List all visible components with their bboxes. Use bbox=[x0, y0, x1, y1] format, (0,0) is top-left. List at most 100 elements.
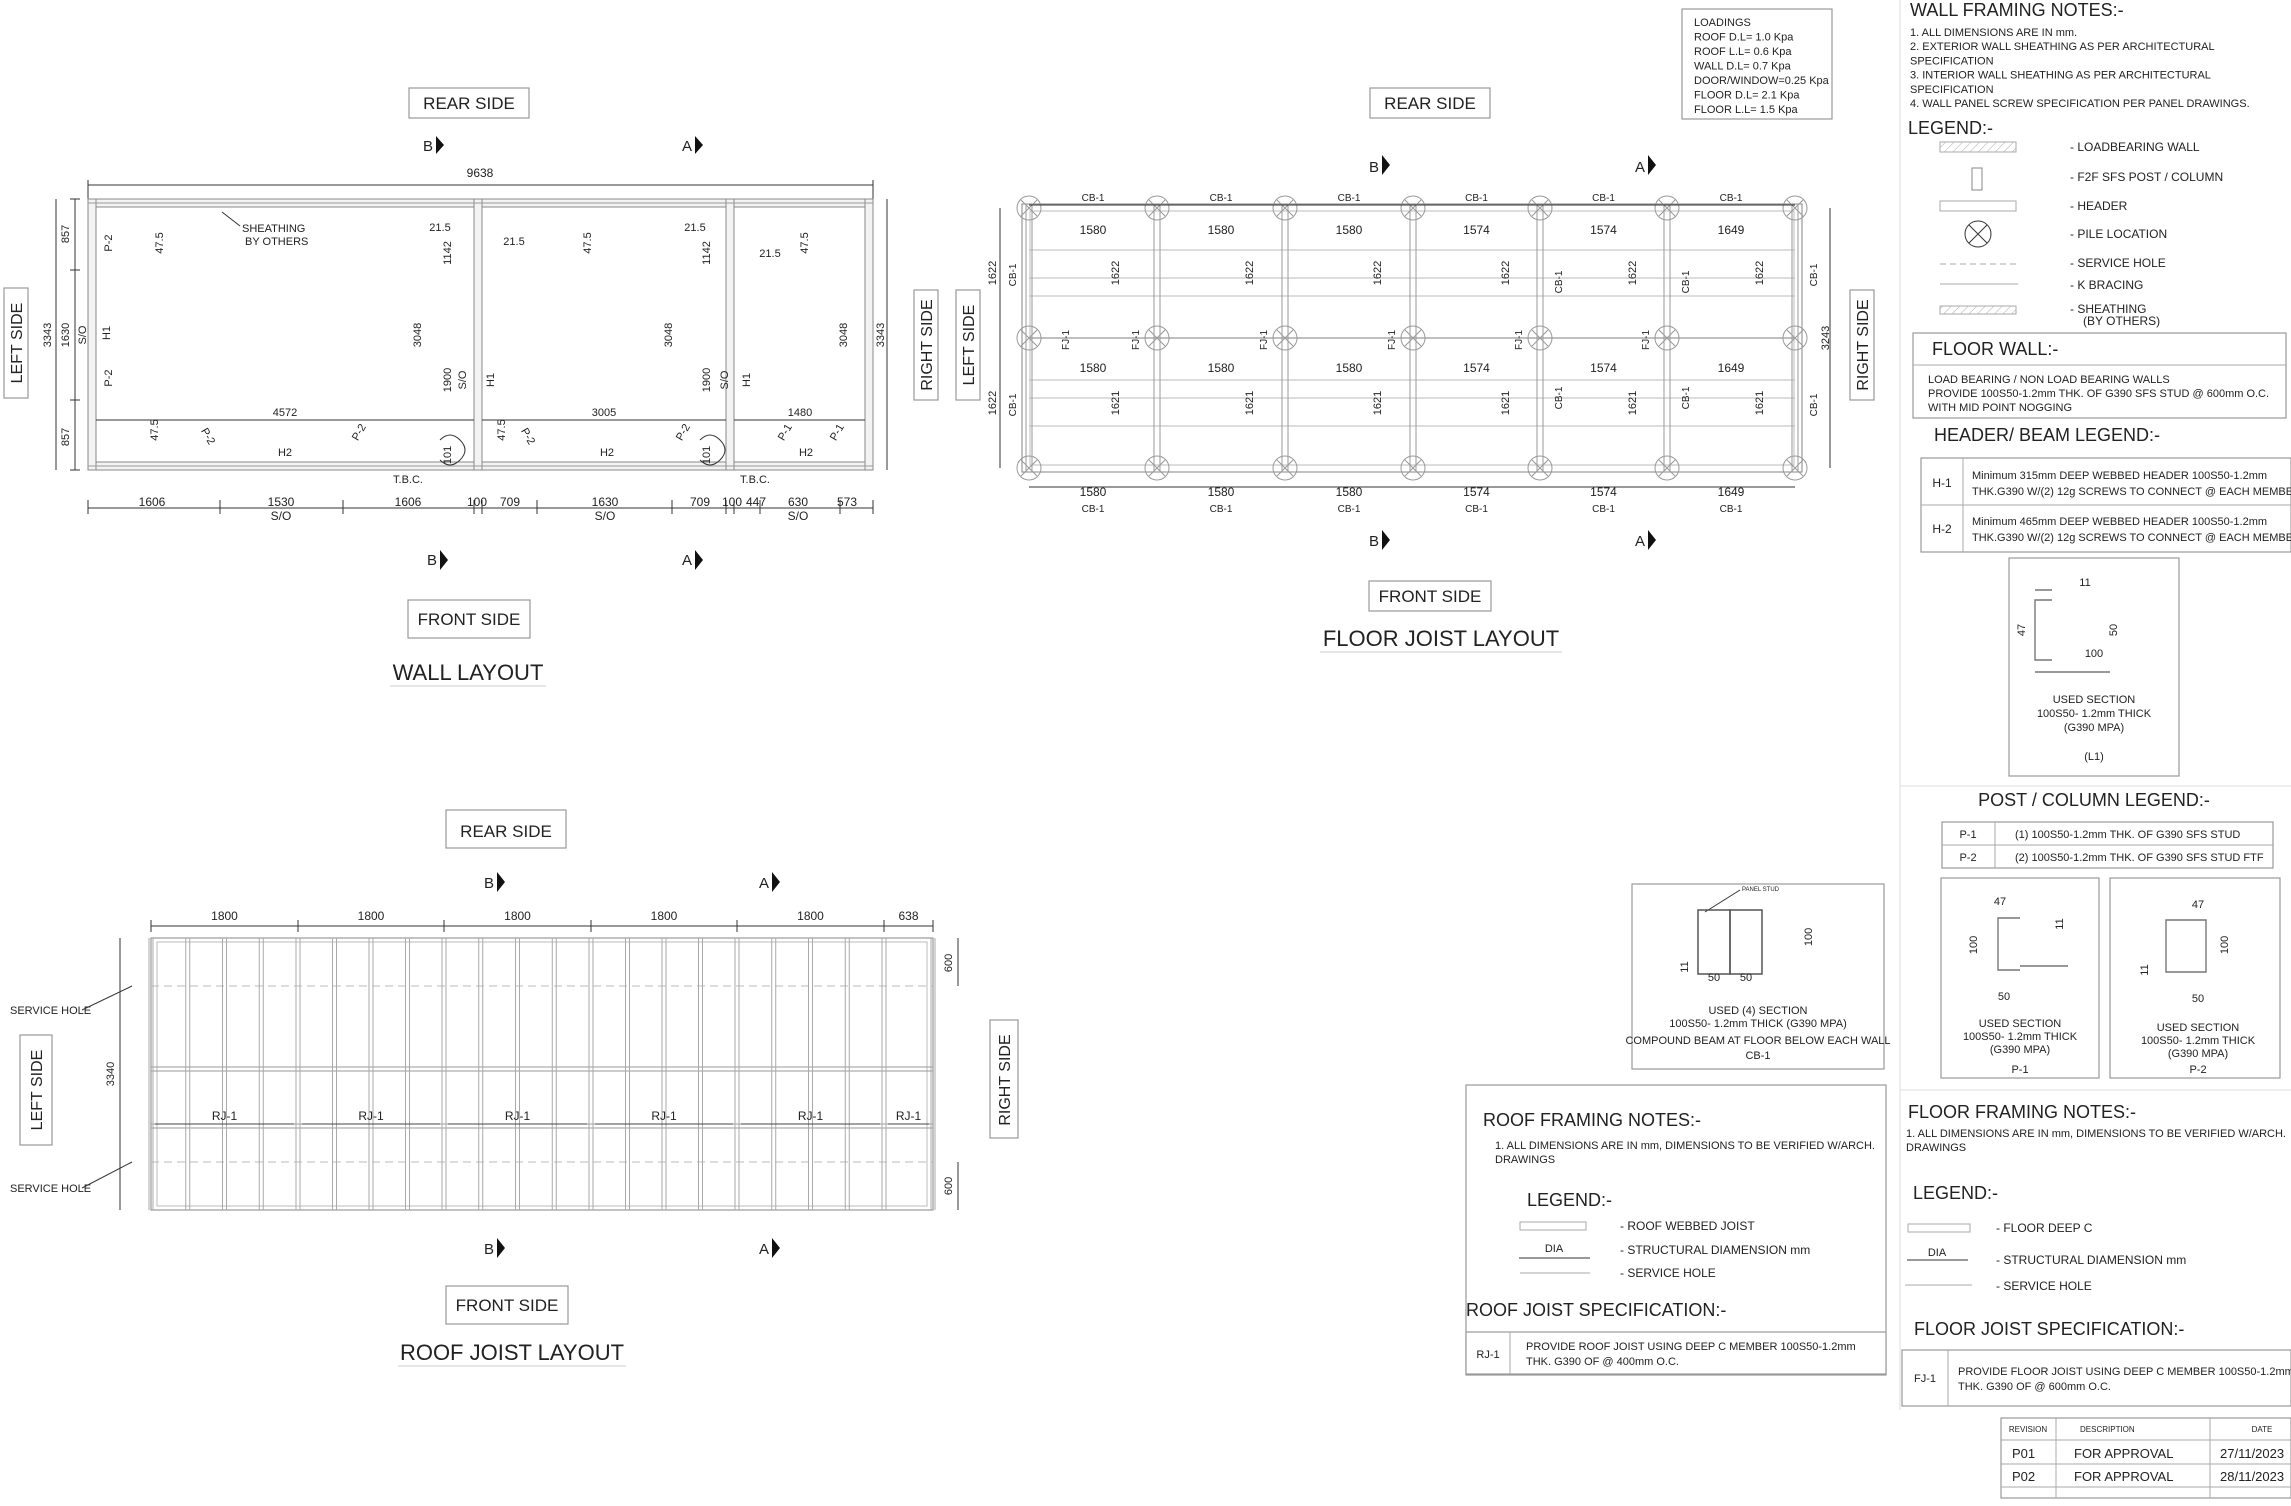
right-wall bbox=[864, 198, 874, 471]
pile-location-icon bbox=[1272, 325, 1298, 351]
bottom-so: S/O bbox=[788, 509, 809, 523]
floor-span-dim: 1622 bbox=[1372, 261, 1384, 285]
floor-legend-item: - STRUCTURAL DIAMENSION mm bbox=[1996, 1253, 2186, 1267]
roof-outline bbox=[150, 937, 934, 1211]
roof-legend-item: - SERVICE HOLE bbox=[1620, 1266, 1716, 1280]
floor-span-dim: 1622 bbox=[1110, 261, 1122, 285]
cb1-label: CB-1 bbox=[1008, 393, 1019, 416]
partition-wall-1 bbox=[473, 198, 483, 471]
floor-bay-width: 1574 bbox=[1590, 485, 1617, 499]
bottom-dimension-ticks bbox=[87, 500, 874, 514]
roof-layout-title: ROOF JOIST LAYOUT bbox=[400, 1340, 624, 1365]
roof-legend-item: - ROOF WEBBED JOIST bbox=[1620, 1219, 1755, 1233]
post-legend-title: POST / COLUMN LEGEND:- bbox=[1978, 790, 2210, 810]
dim-50: 50 bbox=[2192, 993, 2204, 1005]
bottom-dim: 573 bbox=[837, 495, 857, 509]
floor-span-dim: 1622 bbox=[1500, 261, 1512, 285]
section-p1-text: (G390 MPA) bbox=[1990, 1044, 2050, 1056]
rj1-label: RJ-1 bbox=[505, 1109, 531, 1123]
p2-desc: (2) 100S50-1.2mm THK. OF G390 SFS STUD F… bbox=[2015, 852, 2264, 864]
section-p2-box bbox=[2109, 877, 2281, 1079]
post-p2-label: P-2 bbox=[518, 426, 537, 447]
cb1-label: CB-1 bbox=[1554, 386, 1565, 409]
header-h2-label: H2 bbox=[600, 447, 614, 459]
roof-right-dim: 600 bbox=[943, 1177, 955, 1195]
h1-code: H-1 bbox=[1932, 476, 1952, 490]
dim-11: 11 bbox=[2079, 577, 2090, 589]
section-marker-b-icon bbox=[497, 872, 505, 892]
loading-line: ROOF L.L= 0.6 Kpa bbox=[1694, 46, 1792, 58]
wall-right-label-box bbox=[913, 289, 939, 401]
dia-label: DIA bbox=[1545, 1243, 1564, 1255]
left-overall-dim: 3343 bbox=[42, 323, 54, 347]
revision-code: P01 bbox=[2012, 1446, 2035, 1461]
cb-text: COMPOUND BEAM AT FLOOR BELOW EACH WALL bbox=[1625, 1035, 1890, 1047]
bottom-dim: 447 bbox=[746, 495, 766, 509]
section-marker-a-icon bbox=[1648, 530, 1656, 550]
pile-location-icon bbox=[1527, 325, 1553, 351]
h1-desc: Minimum 315mm DEEP WEBBED HEADER 100S50-… bbox=[1972, 470, 2267, 482]
cb1-label: CB-1 bbox=[1210, 193, 1233, 204]
section-a-label: A bbox=[682, 138, 692, 155]
fj1-label: FJ-1 bbox=[1387, 330, 1398, 350]
dim-100: 100 bbox=[1968, 936, 1980, 954]
left-so-label: S/O bbox=[77, 325, 89, 344]
floor-bay-width: 1580 bbox=[1336, 223, 1363, 237]
floor-bay-width: 1580 bbox=[1208, 361, 1235, 375]
section-marker-b-icon bbox=[1382, 155, 1390, 175]
pile-location-icon bbox=[1400, 195, 1426, 221]
cb1-label: CB-1 bbox=[1720, 193, 1743, 204]
floor-wall-box bbox=[1912, 332, 2287, 419]
sheathing-note: SHEATHING bbox=[242, 223, 305, 235]
room2-height-dim: 3048 bbox=[663, 323, 675, 347]
rj1-desc: THK. G390 OF @ 400mm O.C. bbox=[1526, 1356, 1679, 1368]
dim-50: 50 bbox=[2108, 624, 2120, 636]
loading-line: FLOOR D.L= 2.1 Kpa bbox=[1694, 90, 1800, 102]
section-a-label: A bbox=[682, 552, 692, 569]
roof-notes-title: ROOF FRAMING NOTES:- bbox=[1483, 1110, 1701, 1130]
pile-location-icon bbox=[1016, 455, 1042, 481]
roof-front-label: FRONT SIDE bbox=[456, 1296, 559, 1315]
tbc-label: T.B.C. bbox=[740, 474, 770, 486]
bottom-so: S/O bbox=[595, 509, 616, 523]
post-p2-label: P-2 bbox=[103, 234, 115, 251]
wall-layout: REAR SIDE B A 9638 857 1630 857 3343 S/O… bbox=[3, 87, 888, 687]
floor-bay-width: 1580 bbox=[1336, 361, 1363, 375]
cb1-label: CB-1 bbox=[1210, 504, 1233, 515]
panel-stud-label: PANEL STUD bbox=[1742, 887, 1780, 893]
pile-location-icon bbox=[1782, 455, 1808, 481]
cb1-label: CB-1 bbox=[1082, 193, 1105, 204]
rj1-label: RJ-1 bbox=[798, 1109, 824, 1123]
floor-outline bbox=[1021, 203, 1803, 473]
revision-desc: FOR APPROVAL bbox=[2074, 1446, 2173, 1461]
cb-text: 100S50- 1.2mm THICK (G390 MPA) bbox=[1669, 1018, 1847, 1030]
floor-rear-label: REAR SIDE bbox=[1384, 94, 1476, 113]
header-h1-label: H1 bbox=[101, 326, 113, 340]
floor-spec-title: FLOOR JOIST SPECIFICATION:- bbox=[1914, 1319, 2184, 1339]
dim-21-5: 21.5 bbox=[429, 222, 450, 234]
wall-right-label: RIGHT SIDE bbox=[919, 299, 936, 390]
post-p2-label: P-2 bbox=[103, 369, 115, 386]
cb1-label: CB-1 bbox=[1681, 386, 1692, 409]
loading-line: ROOF D.L= 1.0 Kpa bbox=[1694, 32, 1794, 44]
legend-item: - HEADER bbox=[2070, 199, 2128, 213]
section-marker-b-icon bbox=[440, 550, 448, 570]
p1-code: P-1 bbox=[1959, 829, 1976, 841]
roof-rear-label: REAR SIDE bbox=[460, 822, 552, 841]
floor-right-label-box bbox=[1849, 289, 1875, 401]
wall-note-line: 1. ALL DIMENSIONS ARE IN mm. bbox=[1910, 27, 2077, 39]
section-cb-box bbox=[1631, 883, 1885, 1070]
section-b-label: B bbox=[1369, 533, 1379, 550]
legend-title: LEGEND:- bbox=[1908, 118, 1993, 138]
section-l1-text: USED SECTION bbox=[2053, 694, 2136, 706]
wall-left-label-box bbox=[3, 287, 29, 399]
post-p1-label: P-1 bbox=[776, 422, 795, 443]
wall-note-line: 2. EXTERIOR WALL SHEATHING AS PER ARCHIT… bbox=[1910, 41, 2215, 53]
floor-legend-item: - SERVICE HOLE bbox=[1996, 1279, 2092, 1293]
cb1-label: CB-1 bbox=[1592, 193, 1615, 204]
section-a-label: A bbox=[759, 875, 769, 892]
floor-bay-width: 1580 bbox=[1080, 485, 1107, 499]
